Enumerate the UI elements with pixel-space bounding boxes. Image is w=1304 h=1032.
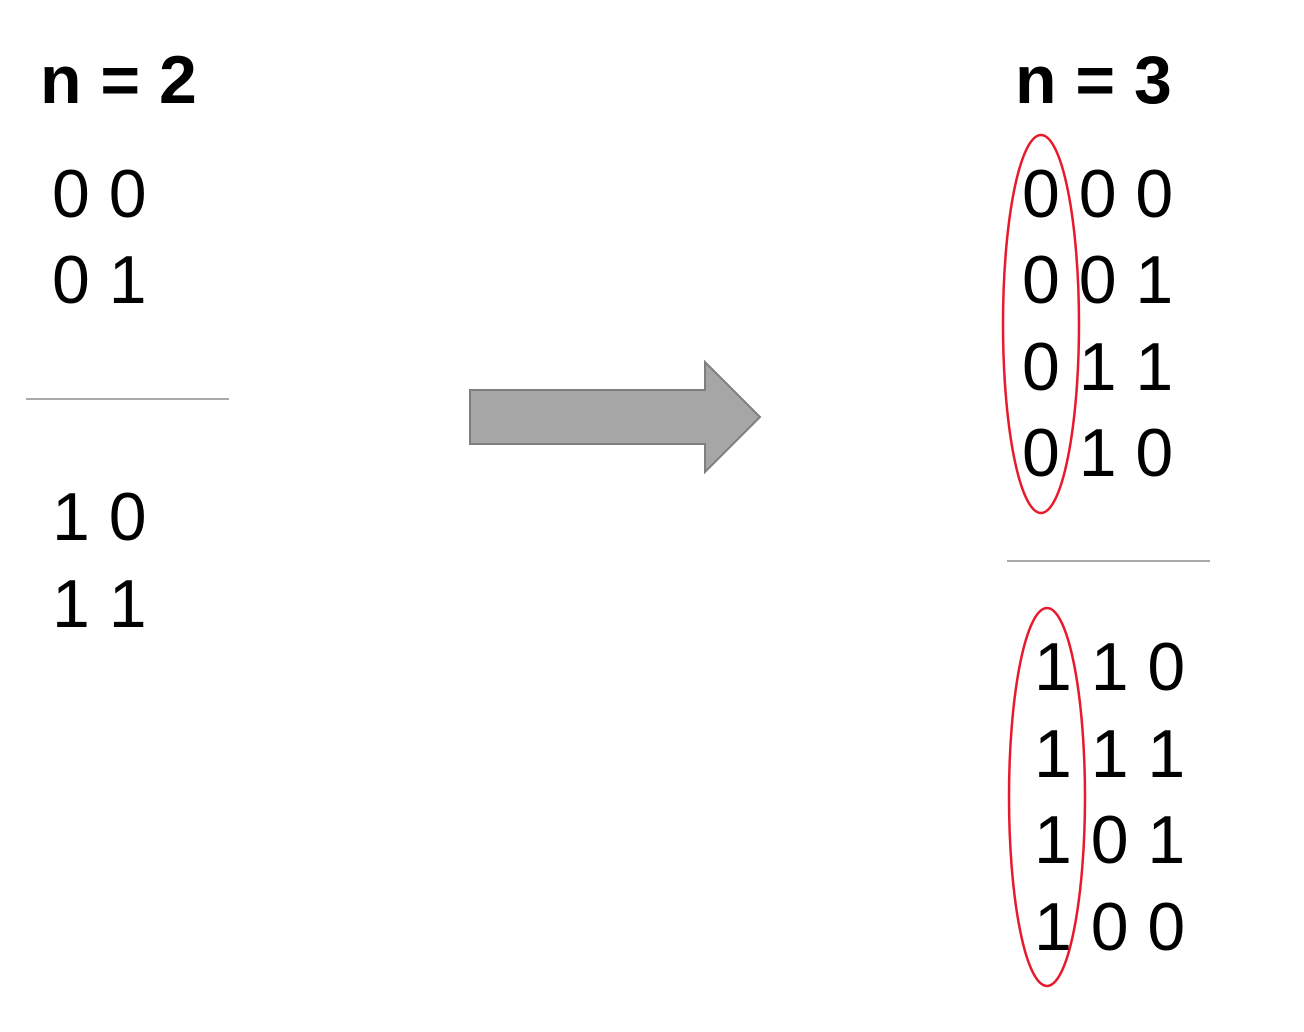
left-bottom-code-2: 1 1 — [52, 566, 147, 642]
right-top-code-3: 0 1 1 — [1022, 329, 1174, 405]
transform-arrow-icon — [469, 359, 762, 475]
right-bottom-code-2: 1 1 1 — [1034, 716, 1186, 792]
right-title: n = 3 — [1015, 42, 1172, 118]
left-divider — [26, 398, 229, 400]
left-bottom-code-1: 1 0 — [52, 479, 147, 555]
right-top-code-2: 0 0 1 — [1022, 242, 1174, 318]
right-bottom-code-3: 1 0 1 — [1034, 802, 1186, 878]
left-top-code-2: 0 1 — [52, 242, 147, 318]
right-divider — [1007, 560, 1210, 562]
right-bottom-code-1: 1 1 0 — [1034, 629, 1186, 705]
right-bottom-code-4: 1 0 0 — [1034, 889, 1186, 965]
right-top-code-1: 0 0 0 — [1022, 156, 1174, 232]
right-top-code-4: 0 1 0 — [1022, 415, 1174, 491]
left-top-code-1: 0 0 — [52, 156, 147, 232]
left-title: n = 2 — [40, 42, 197, 118]
